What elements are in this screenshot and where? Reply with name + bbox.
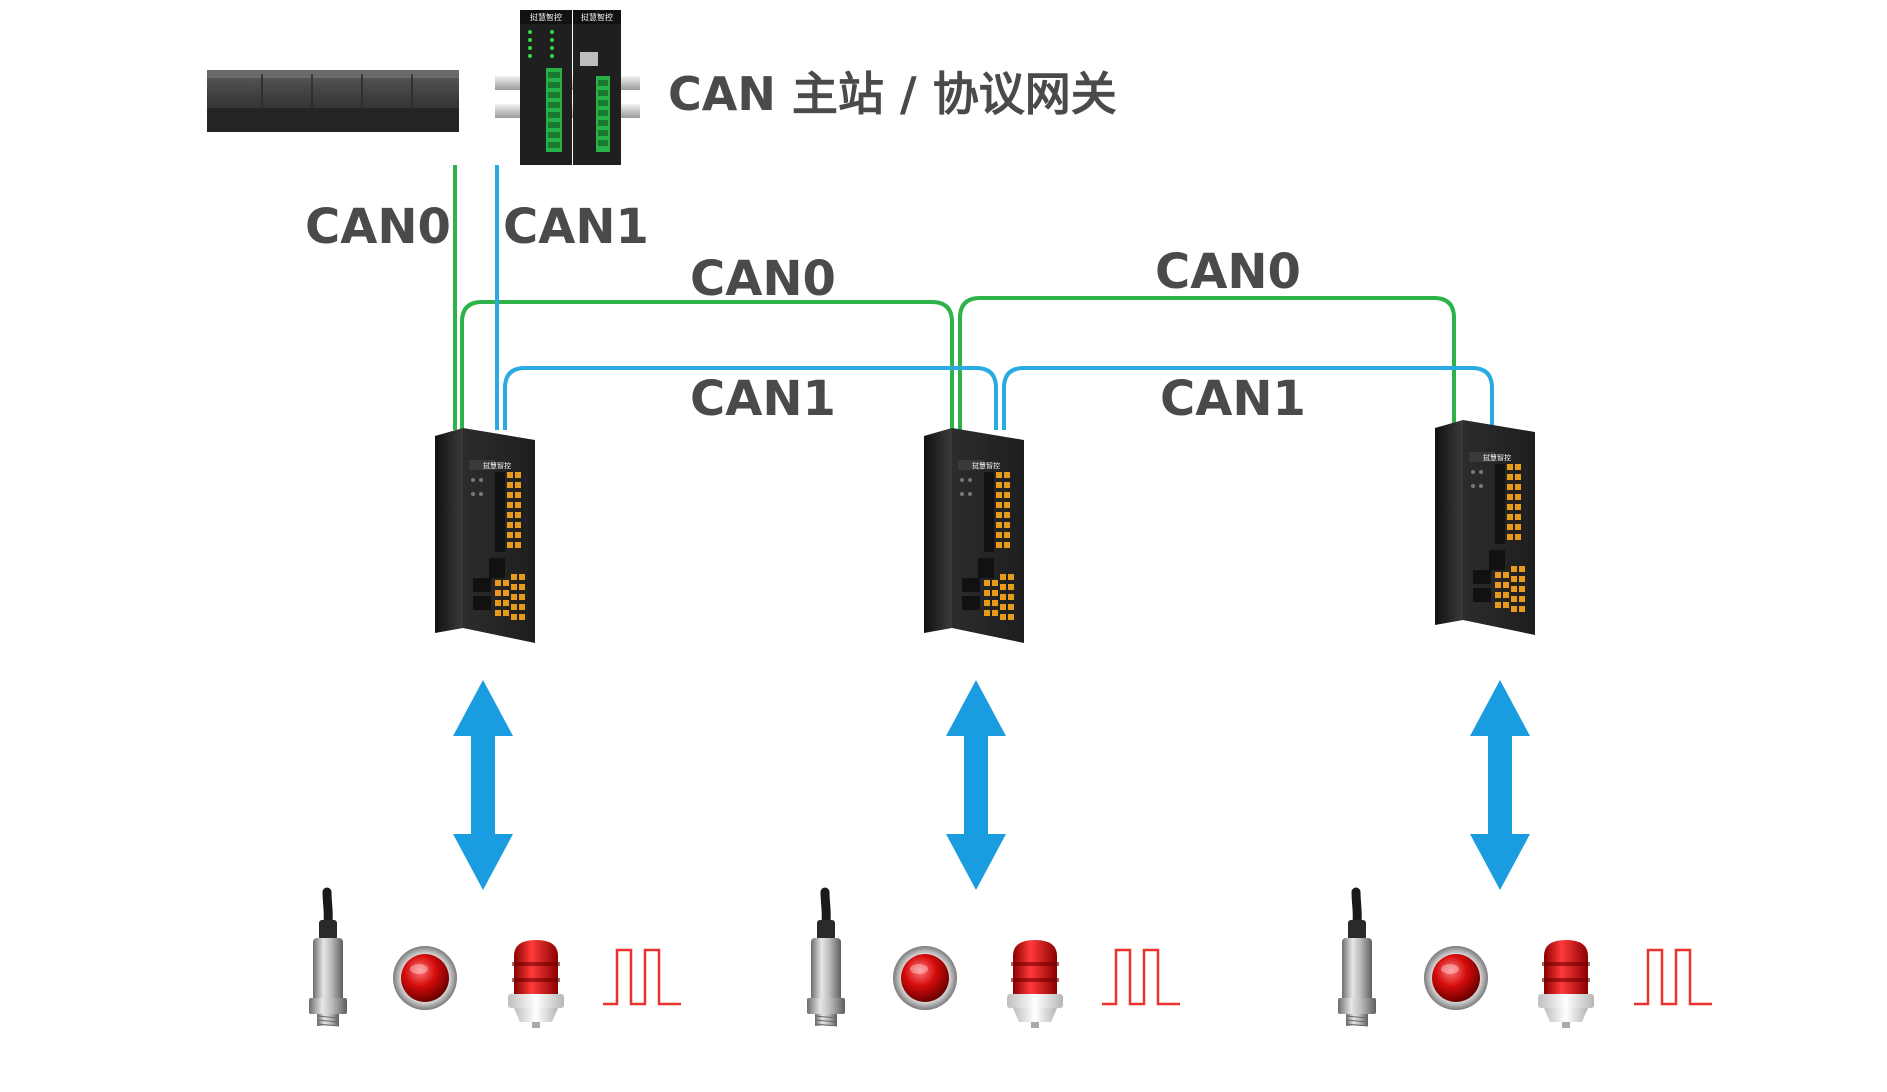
seg1-can0-label: CAN0: [690, 251, 836, 307]
seg1-can1-label: CAN1: [690, 371, 836, 427]
pulse-signal-icon: [1100, 948, 1182, 1006]
io-module-2-brand: 挝慧智控: [972, 461, 1000, 470]
double-arrow-icon-1: [453, 680, 513, 890]
io-module-1: 挝慧智控: [435, 428, 535, 643]
field-devices-group-2: [807, 892, 1182, 1028]
gateway-brand-1: 挝慧智控: [530, 12, 562, 22]
red-button-icon: [1424, 946, 1488, 1010]
pressure-sensor-icon: [1338, 892, 1376, 1026]
protocol-gateway-device: 挝慧智控 挝慧智控: [495, 10, 640, 165]
seg2-can1-label: CAN1: [1160, 371, 1306, 427]
field-devices-group-1: [309, 892, 683, 1028]
io-module-3: 挝慧智控: [1435, 420, 1535, 635]
red-button-icon: [393, 946, 457, 1010]
gateway-brand-2: 挝慧智控: [581, 12, 613, 22]
pulse-signal-icon: [601, 948, 683, 1006]
can0-bus-lines: [453, 165, 1456, 430]
double-arrow-icon-3: [1470, 680, 1530, 890]
field-devices-group-3: [1338, 892, 1714, 1028]
can1-bus-lines: [495, 165, 1494, 430]
pulse-signal-icon: [1632, 948, 1714, 1006]
plc-master-device: [207, 70, 459, 132]
io-module-1-brand: 挝慧智控: [483, 461, 511, 470]
pressure-sensor-icon: [807, 892, 845, 1026]
header-title: CAN 主站 / 协议网关: [668, 67, 1117, 121]
io-module-3-brand: 挝慧智控: [1483, 453, 1511, 462]
master-can1-label: CAN1: [503, 199, 649, 255]
double-arrow-icon-2: [946, 680, 1006, 890]
alarm-light-icon: [508, 940, 564, 1028]
alarm-light-icon: [1538, 940, 1594, 1028]
seg2-can0-label: CAN0: [1155, 244, 1301, 300]
alarm-light-icon: [1007, 940, 1063, 1028]
master-can0-label: CAN0: [305, 199, 451, 255]
io-module-2: 挝慧智控: [924, 428, 1024, 643]
pressure-sensor-icon: [309, 892, 347, 1026]
red-button-icon: [893, 946, 957, 1010]
